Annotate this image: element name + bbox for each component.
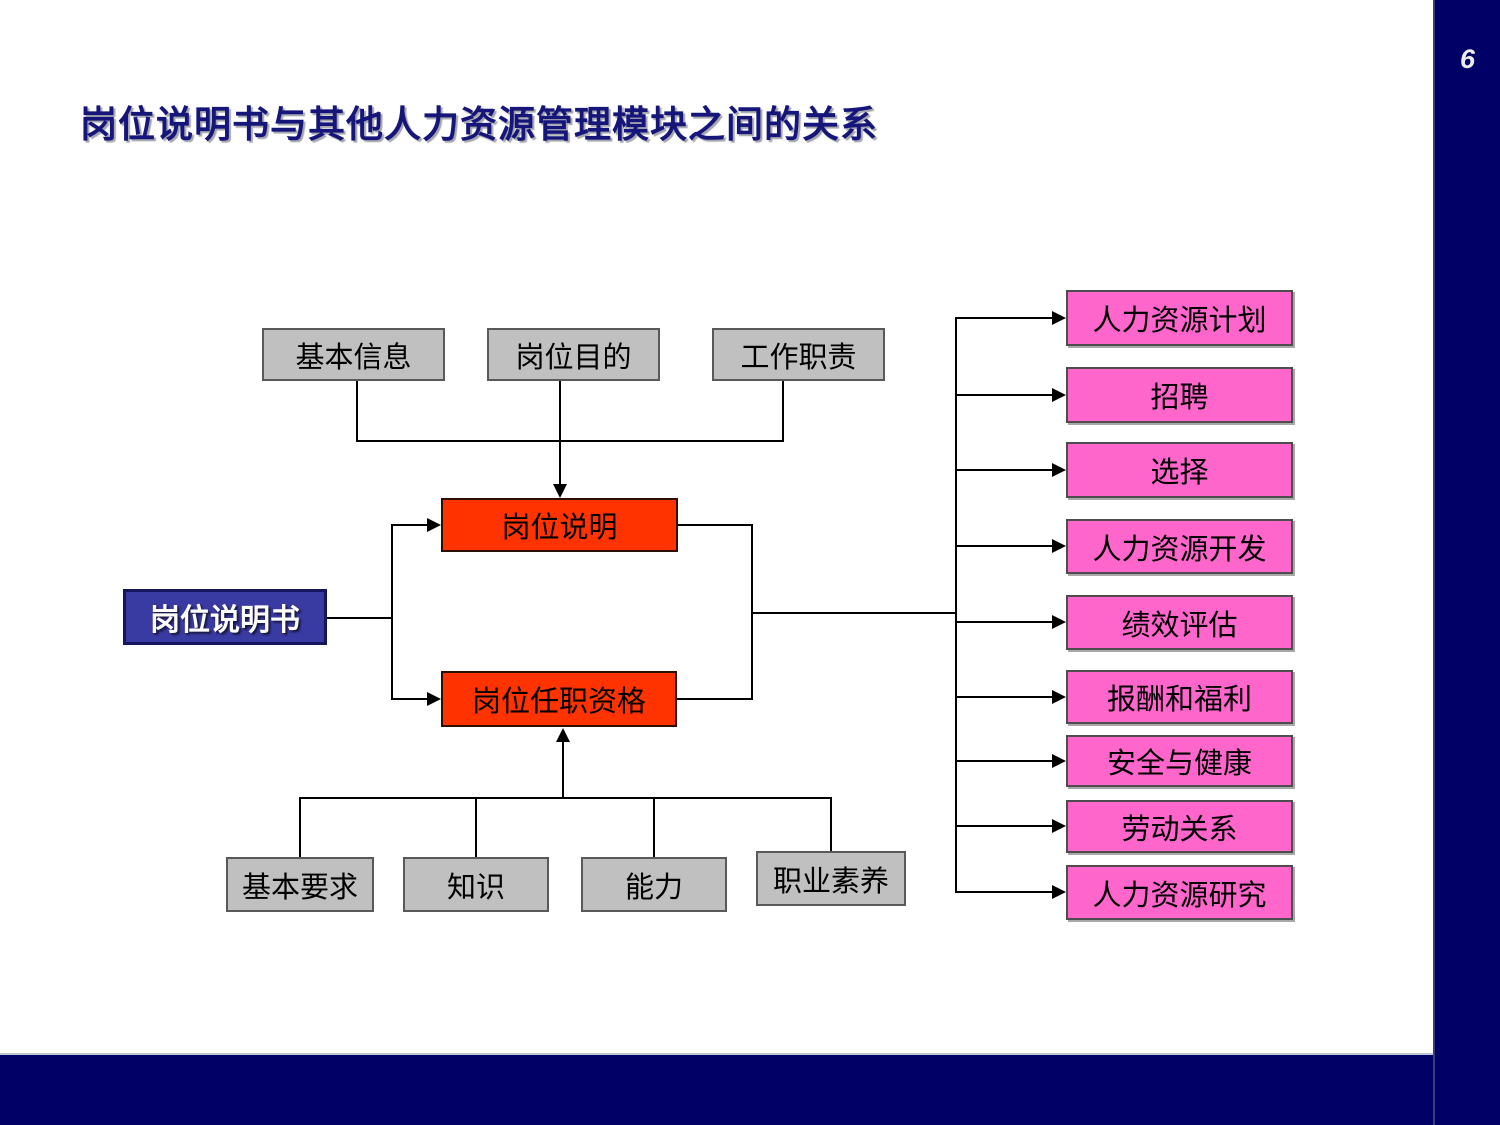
- box-hr-planning: 人力资源计划: [1066, 290, 1293, 346]
- box-job-description: 岗位说明: [441, 498, 678, 552]
- connector-line: [391, 524, 393, 700]
- box-hr-research: 人力资源研究: [1066, 865, 1293, 920]
- arrowhead-up-icon: [556, 728, 570, 742]
- connector-line: [751, 612, 957, 614]
- connector-line: [677, 698, 753, 700]
- right-border-bar: 6: [1433, 0, 1500, 1125]
- connector-line: [391, 524, 427, 526]
- arrowhead-down-icon: [553, 484, 567, 498]
- box-hr-development: 人力资源开发: [1066, 519, 1293, 574]
- box-selection: 选择: [1066, 442, 1293, 498]
- slide-title: 岗位说明书与其他人力资源管理模块之间的关系: [80, 104, 878, 145]
- arrowhead-right-icon: [1052, 539, 1066, 553]
- box-job-qualification: 岗位任职资格: [441, 671, 677, 727]
- arrowhead-right-icon: [1052, 463, 1066, 477]
- arrowhead-right-icon: [427, 692, 441, 706]
- box-ability: 能力: [581, 857, 727, 912]
- connector-line: [327, 617, 392, 619]
- connector-line: [955, 545, 1052, 547]
- connector-line: [356, 440, 784, 442]
- connector-line: [955, 317, 1052, 319]
- connector-line: [830, 797, 832, 851]
- arrowhead-right-icon: [1052, 885, 1066, 899]
- connector-line: [562, 740, 564, 798]
- connector-line: [475, 797, 477, 857]
- box-position-purpose: 岗位目的: [487, 328, 660, 381]
- arrowhead-right-icon: [1052, 311, 1066, 325]
- connector-line: [678, 524, 753, 526]
- box-knowledge: 知识: [403, 857, 549, 912]
- connector-line: [955, 760, 1052, 762]
- box-recruitment: 招聘: [1066, 367, 1293, 423]
- arrowhead-right-icon: [1052, 819, 1066, 833]
- box-basic-requirements: 基本要求: [226, 857, 374, 912]
- connector-line: [653, 797, 655, 857]
- box-job-description-document: 岗位说明书: [123, 589, 327, 645]
- connector-line: [955, 621, 1052, 623]
- box-compensation-benefits: 报酬和福利: [1066, 670, 1293, 724]
- bottom-border-bar: [0, 1053, 1500, 1125]
- connector-line: [955, 394, 1052, 396]
- connector-line: [955, 891, 1052, 893]
- connector-line: [559, 381, 561, 484]
- arrowhead-right-icon: [427, 518, 441, 532]
- connector-line: [782, 381, 784, 441]
- arrowhead-right-icon: [1052, 690, 1066, 704]
- connector-line: [955, 469, 1052, 471]
- box-safety-health: 安全与健康: [1066, 735, 1293, 787]
- box-basic-info: 基本信息: [262, 328, 445, 381]
- connector-line: [955, 825, 1052, 827]
- arrowhead-right-icon: [1052, 754, 1066, 768]
- box-performance-appraisal: 绩效评估: [1066, 595, 1293, 650]
- arrowhead-right-icon: [1052, 388, 1066, 402]
- connector-line: [299, 797, 301, 857]
- box-labor-relations: 劳动关系: [1066, 800, 1293, 853]
- connector-line: [955, 696, 1052, 698]
- connector-line: [356, 381, 358, 441]
- arrowhead-right-icon: [1052, 615, 1066, 629]
- connector-line: [299, 797, 832, 799]
- connector-trunk-line: [955, 317, 957, 893]
- page-number: 6: [1459, 44, 1476, 74]
- connector-line: [391, 698, 427, 700]
- box-professional-quality: 职业素养: [756, 851, 906, 906]
- box-job-duties: 工作职责: [712, 328, 885, 381]
